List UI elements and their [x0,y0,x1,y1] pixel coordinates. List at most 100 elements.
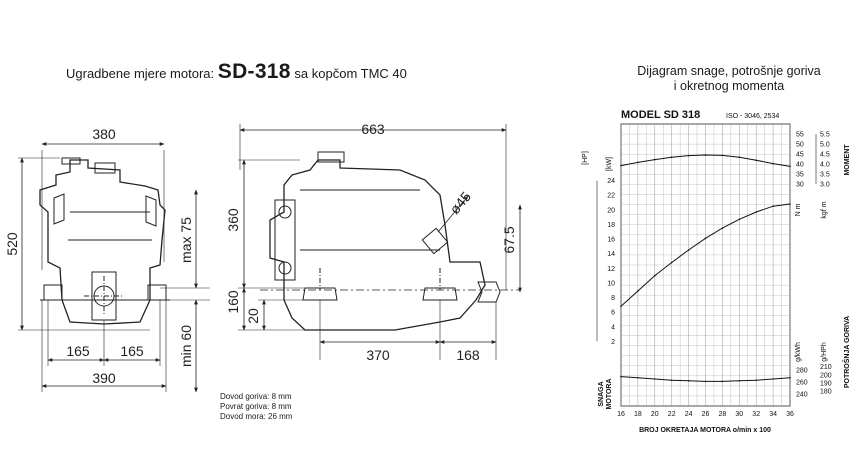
power-hp-tick: 18 [607,222,615,229]
point-torque [772,162,774,165]
torque-kgfm-tick: 5.0 [820,142,830,149]
point-power [687,249,690,251]
x-tick-label: 36 [786,411,794,418]
torque-kgfm-tick: 5.5 [820,132,830,139]
chart-xlabel: BROJ OKRETAJA MOTORA o/min x 100 [639,427,771,434]
fuel-axis-label: POTROŠNJA GORIVA [842,316,851,388]
power-hp-tick: 24 [607,178,615,185]
point-power [704,237,707,240]
dim-rear-offset: 168 [456,347,480,363]
point-fuel [721,380,724,383]
dim-mount-spacing: 370 [366,347,390,363]
note-fuel-supply: Dovod goriva: 8 mm [220,392,292,401]
front-dimensions: 380 520 max 75 min 60 165 165 390 [4,126,194,386]
fuel-ghph-tick: 190 [820,380,832,387]
fuel-gkwh-tick: 240 [796,392,808,399]
x-tick-label: 16 [617,411,625,418]
point-torque [637,161,639,164]
unit-hp: [HP] [582,151,589,165]
torque-nm-tick: 55 [796,132,804,139]
point-torque [620,164,622,167]
point-torque [738,156,741,158]
right-title: Dijagram snage, potrošnje goriva i okret… [600,64,858,94]
x-tick-label: 30 [735,411,743,418]
point-power [721,227,724,229]
point-power [670,261,673,264]
dim-height-lower-b: 20 [245,308,261,324]
point-fuel [704,380,707,383]
chart-grid [596,123,817,407]
x-tick-label: 28 [719,411,727,418]
point-power [789,203,791,205]
power-axis-label-1: SNAGA [598,381,605,406]
point-fuel [670,379,673,382]
dim-length: 663 [361,121,385,137]
point-torque [670,156,673,158]
unit-nm: N m [795,203,802,216]
dim-max: max 75 [178,217,194,263]
point-fuel [654,378,656,380]
torque-kgfm-tick: 4.5 [820,152,830,159]
point-power [654,274,656,277]
dim-diameter: ø45 [446,188,474,217]
power-hp-tick: 10 [607,280,615,287]
dim-width-top: 380 [92,126,116,142]
point-torque [789,165,791,168]
power-hp-tick: 22 [607,193,615,200]
point-fuel [738,380,741,382]
dim-shaft-height: 67.5 [501,226,517,253]
dim-width-bottom: 390 [92,370,116,386]
right-title-line1: Dijagram snage, potrošnje goriva [637,64,821,78]
fuel-gkwh-tick: 280 [796,368,808,375]
point-fuel [637,377,639,379]
point-fuel [687,380,690,382]
fuel-ghph-tick: 200 [820,372,832,379]
power-hp-tick: 2 [611,339,615,346]
unit-kw: [kW] [606,157,613,171]
x-tick-label: 24 [685,411,693,418]
dim-height-lower-a: 160 [225,290,241,314]
fuel-ghph-tick: 180 [820,389,832,396]
note-fuel-return: Povrat goriva: 8 mm [220,402,292,411]
point-torque [755,159,757,161]
dim-height-upper: 360 [225,208,241,232]
chart-curves [620,154,791,383]
point-fuel [772,378,774,380]
power-hp-tick: 20 [607,207,615,214]
fuel-gkwh-tick: 260 [796,380,808,387]
torque-kgfm-tick: 3.0 [820,182,830,189]
x-tick-label: 34 [769,411,777,418]
x-tick-label: 26 [702,411,710,418]
point-power [755,211,757,213]
torque-nm-tick: 40 [796,162,804,169]
torque-nm-tick: 45 [796,152,804,159]
model-name: SD-318 [217,60,291,83]
connection-notes: Dovod goriva: 8 mm Povrat goriva: 8 mm D… [220,392,292,422]
power-hp-tick: 8 [611,295,615,302]
power-hp-tick: 12 [607,266,615,273]
unit-gkwh: g/kWh [795,342,802,362]
fuel-ghph-tick: 210 [820,364,832,371]
point-torque [704,154,707,156]
power-hp-tick: 16 [607,237,615,244]
x-tick-label: 20 [651,411,659,418]
dim-half-left: 165 [66,343,90,359]
point-torque [654,158,656,161]
point-torque [687,154,690,157]
dim-min: min 60 [178,325,194,367]
x-tick-label: 22 [668,411,676,418]
left-title: Ugradbene mjere motora: SD-318 sa kopčom… [66,60,407,84]
title-prefix: Ugradbene mjere motora: [66,66,215,81]
power-hp-tick: 14 [607,251,615,258]
point-power [637,290,639,292]
point-fuel [620,375,622,378]
front-view [18,142,210,393]
power-hp-tick: 4 [611,324,615,331]
point-power [738,218,741,221]
dim-half-right: 165 [120,343,144,359]
point-power [772,205,774,207]
point-fuel [755,379,757,382]
